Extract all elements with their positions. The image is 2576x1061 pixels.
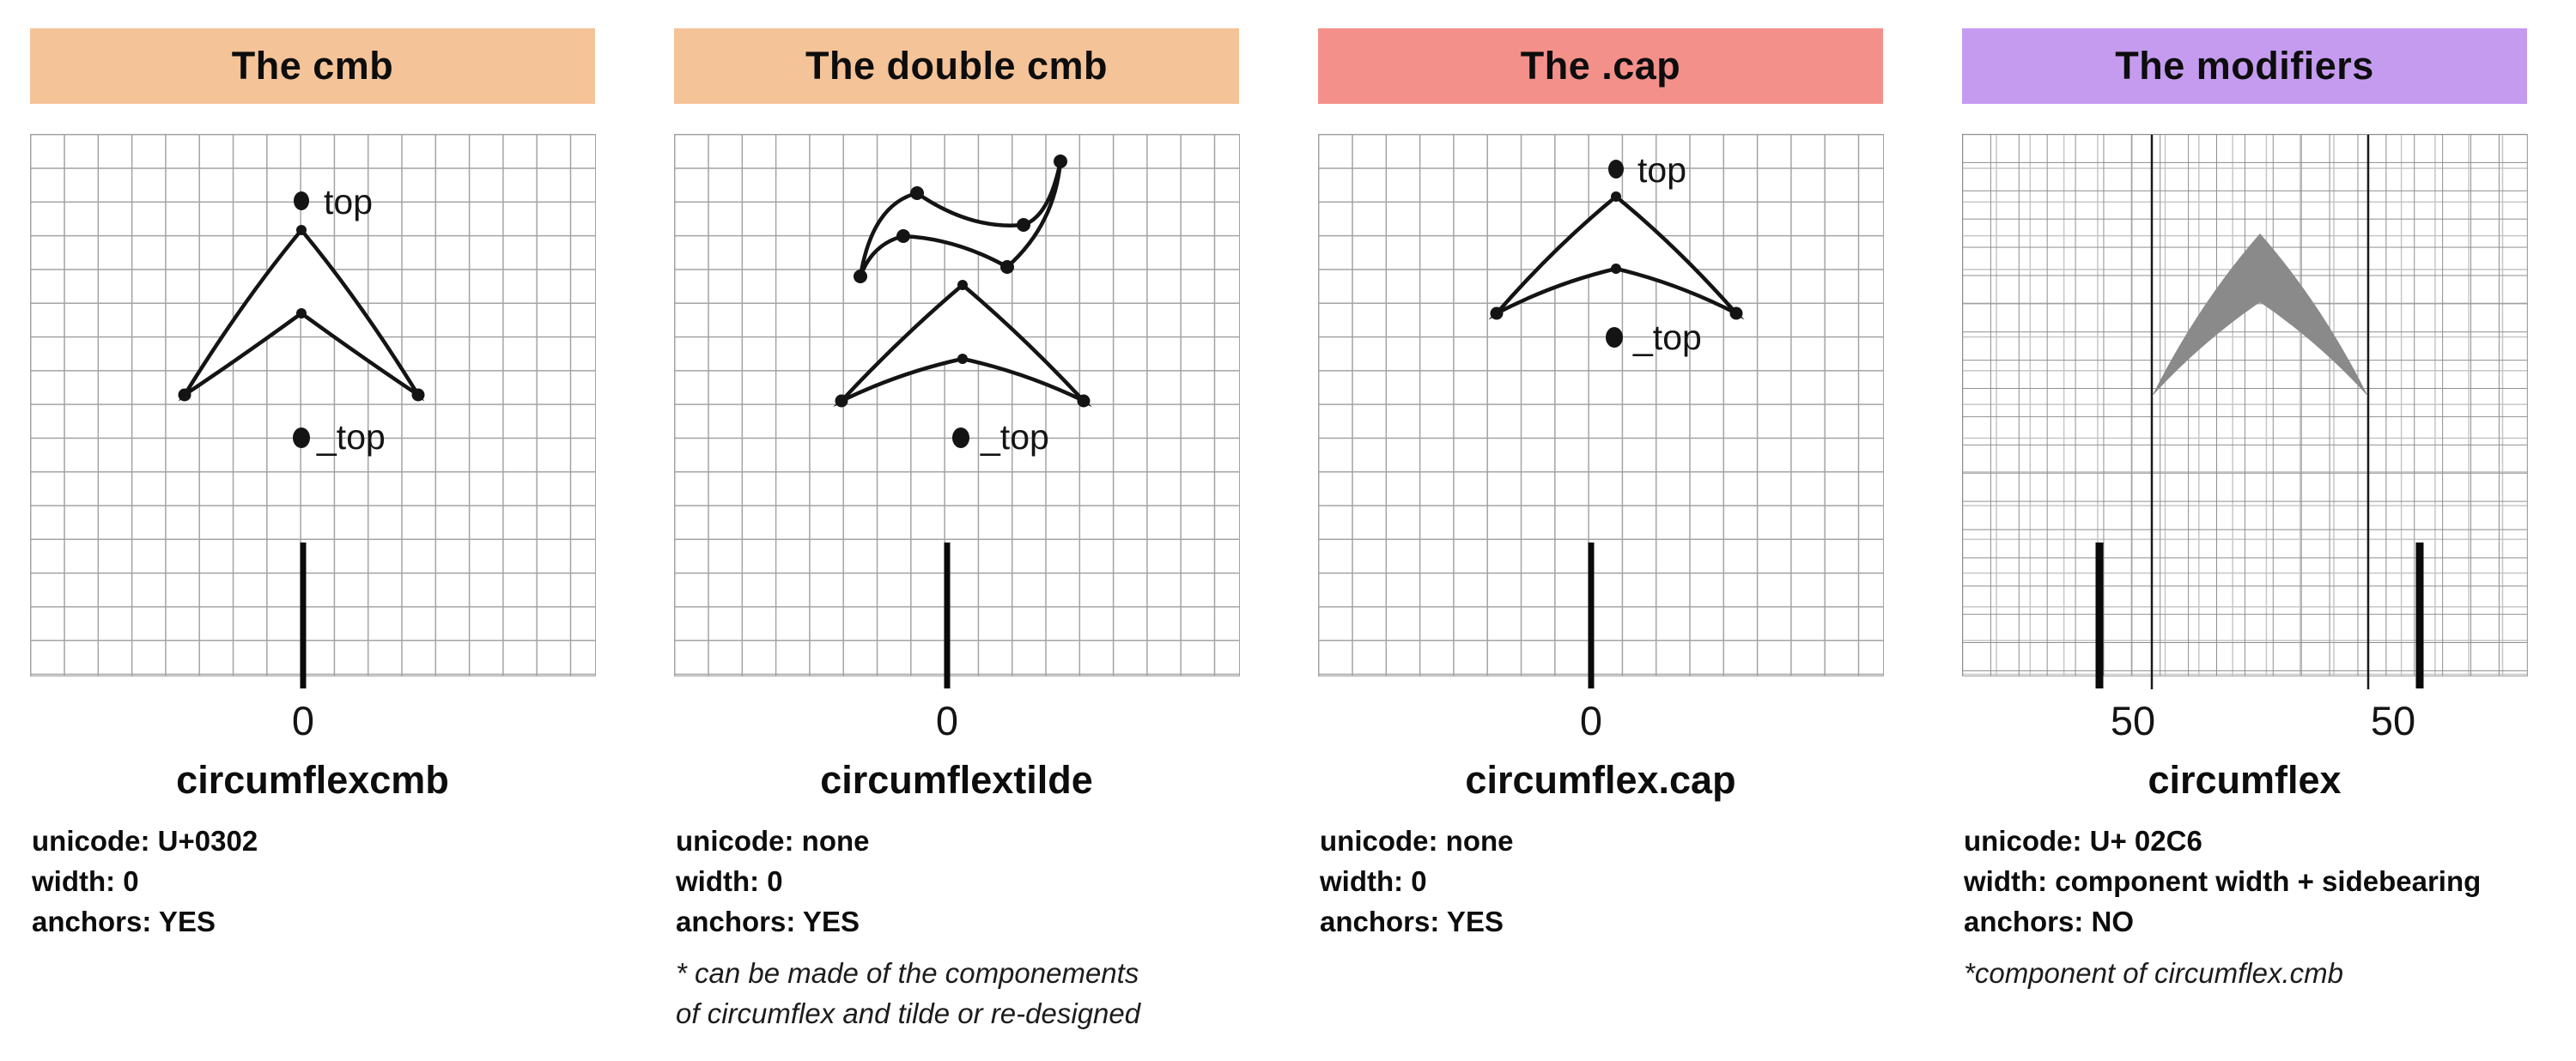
origin-label: 0 [291, 698, 315, 743]
right-tip-node [1077, 394, 1091, 408]
panel-header-label: The .cap [1520, 44, 1681, 88]
panel-header: The double cmb [674, 28, 1239, 104]
panel-header: The .cap [1318, 28, 1883, 104]
origin-marker [1588, 543, 1595, 688]
top-anchor-dot [294, 191, 309, 210]
tilde-lower-right-node [1000, 260, 1014, 274]
glyph-name: circumflex [2148, 758, 2342, 802]
bottom-anchor-label: _top [316, 417, 386, 457]
left-tip-node [1490, 306, 1504, 320]
left-tip-node [178, 388, 191, 402]
top-anchor-dot [1608, 160, 1624, 179]
panel-footnote: *component of circumflex.cmb [1964, 953, 2565, 993]
glyph-metadata: unicode: U+0302 width: 0 anchors: YES [32, 821, 633, 942]
metadata-anchors: anchors: YES [1320, 906, 1504, 937]
panel-footnote: * can be made of the componements of cir… [676, 953, 1277, 1034]
inner-apex-node [296, 308, 307, 318]
panel-header: The cmb [30, 28, 595, 104]
tilde-left-tip-node [854, 270, 867, 283]
panel-header-label: The double cmb [805, 44, 1108, 88]
glyph-canvas: top _top [1488, 150, 1745, 688]
panel-modifiers: The modifiers 50 50 circumflex unicode: … [1932, 0, 2576, 1061]
metadata-width: width: component width + sidebearing [1964, 865, 2482, 897]
footnote-line: of circumflex and tilde or re-designed [676, 997, 1141, 1029]
right-advance-marker [2415, 543, 2424, 688]
right-sidebearing-label: 50 [2370, 698, 2416, 743]
glyph-name: circumflexcmb [176, 758, 449, 802]
circumflex-outline [833, 282, 1092, 408]
inner-apex-node [1611, 264, 1621, 274]
bottom-anchor-dot [293, 427, 310, 448]
glyph-canvas: _top [833, 155, 1092, 688]
panel-header-label: The cmb [231, 44, 394, 88]
top-anchor-label: top [324, 182, 373, 221]
glyph-name: circumflextilde [820, 758, 1093, 802]
origin-marker [944, 543, 951, 688]
glyph-metadata: unicode: none width: 0 anchors: YES [676, 821, 1277, 942]
glyph-name: circumflex.cap [1465, 758, 1736, 802]
bottom-anchor-label: _top [980, 417, 1049, 457]
metadata-width: width: 0 [1320, 865, 1427, 897]
left-tip-node [835, 394, 848, 408]
metadata-anchors: anchors: YES [676, 906, 860, 937]
origin-label: 0 [1579, 698, 1603, 743]
origin-marker [300, 543, 307, 688]
left-advance-marker [2095, 543, 2104, 688]
apex-node [296, 225, 307, 235]
bottom-anchor-dot [1606, 327, 1623, 348]
metadata-width: width: 0 [676, 865, 783, 897]
tilde-lower-left-node [896, 229, 910, 243]
circumflex-cap-outline [1488, 194, 1745, 320]
panel-double-cmb: The double cmb _top 0 circumflextilde un… [644, 0, 1288, 1061]
metadata-anchors: anchors: YES [32, 906, 216, 937]
metadata-width: width: 0 [32, 865, 139, 897]
left-sidebearing-label: 50 [2110, 698, 2156, 743]
circumflex-component-filled [2152, 233, 2368, 397]
bottom-anchor-label: _top [1632, 318, 1702, 357]
glyph-metadata: unicode: U+ 02C6 width: component width … [1964, 821, 2565, 942]
panel-header-label: The modifiers [2115, 44, 2374, 88]
origin-label: 0 [935, 698, 959, 743]
glyph-canvas [2095, 135, 2424, 689]
metadata-anchors: anchors: NO [1964, 906, 2135, 937]
design-grid [30, 134, 596, 676]
footnote-line: *component of circumflex.cmb [1964, 957, 2344, 989]
metadata-unicode: unicode: none [1320, 825, 1514, 857]
tilde-upper-right-node [1017, 218, 1030, 232]
panel-cmb: The cmb top _top 0 circumflexcmb unicode… [0, 0, 644, 1061]
tilde-upper-node [910, 186, 924, 200]
panel-header: The modifiers [1962, 28, 2527, 104]
glyph-metadata: unicode: none width: 0 anchors: YES [1320, 821, 1921, 942]
metadata-unicode: unicode: none [676, 825, 870, 857]
metadata-unicode: unicode: U+0302 [32, 825, 258, 857]
footnote-line: * can be made of the componements [676, 957, 1139, 989]
tilde-outline [858, 161, 1063, 277]
top-anchor-label: top [1637, 150, 1686, 190]
panel-cap: The .cap top _top 0 circumflex.cap unico… [1288, 0, 1932, 1061]
apex-node [1611, 191, 1621, 202]
apex-node [957, 280, 968, 290]
metadata-unicode: unicode: U+ 02C6 [1964, 825, 2202, 857]
right-sidebearing-line [2366, 135, 2370, 689]
glyph-canvas: top _top [178, 182, 425, 688]
left-sidebearing-line [2150, 135, 2154, 689]
inner-apex-node [957, 354, 968, 364]
right-tip-node [1729, 306, 1743, 320]
design-grid [1962, 134, 2528, 676]
bottom-anchor-dot [952, 427, 969, 448]
right-tip-node [411, 388, 425, 402]
tilde-right-tip-node [1054, 155, 1067, 168]
